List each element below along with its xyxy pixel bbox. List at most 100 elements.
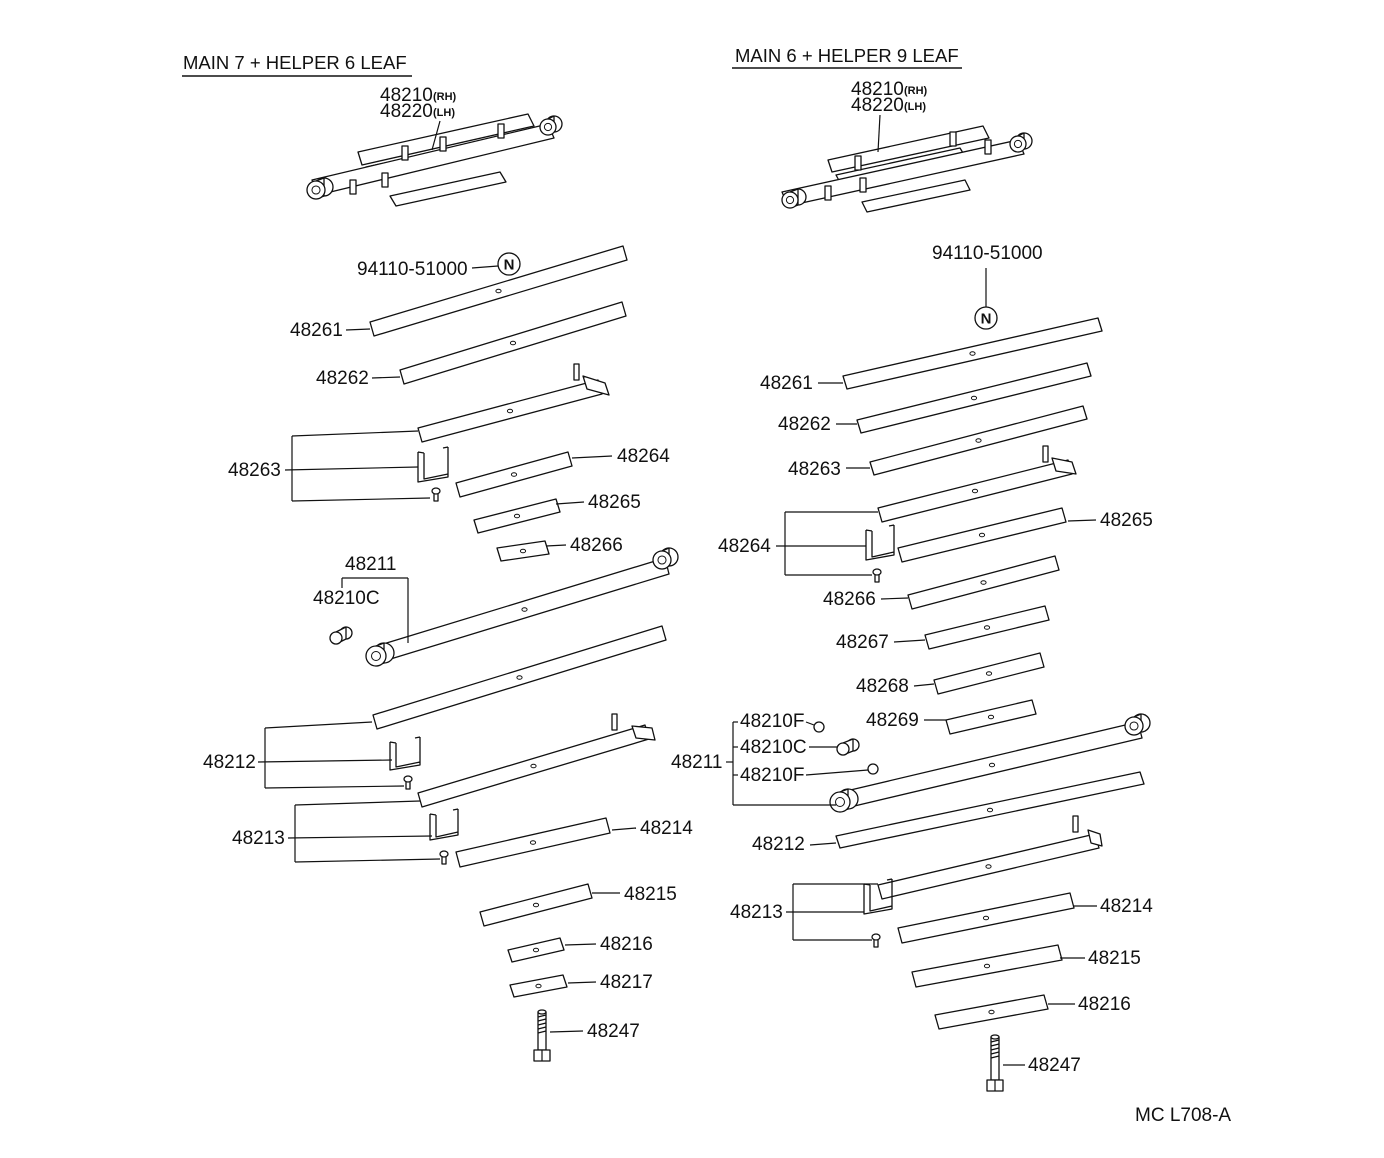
left-leaf-48214-center-hole	[529, 840, 537, 845]
right-part-label-48267: 48267	[836, 632, 889, 653]
right-assembly-rear-eye-bore	[1013, 139, 1023, 149]
right-leader-line	[805, 721, 815, 726]
right-leader-line	[893, 639, 926, 643]
right-leader-line	[805, 769, 869, 776]
right-assembly-lh-tag: (LH)	[904, 101, 926, 113]
left-part-label-48212: 48212	[203, 752, 256, 773]
left-leaf-48213-center-hole	[530, 763, 537, 769]
right-part-label-48210f-upper: 48210F	[740, 711, 804, 732]
right-leaf-48269-center-hole	[987, 714, 995, 720]
left-leaf-48266-center-hole	[519, 548, 527, 554]
right-part-label-48214: 48214	[1100, 896, 1153, 917]
right-part-label-48263: 48263	[788, 459, 841, 480]
right-part-label-48268: 48268	[856, 676, 909, 697]
right-leaf-48265-center-hole	[978, 532, 986, 538]
left-assembly-clip	[349, 179, 357, 195]
left-part-label-48211: 48211	[345, 554, 396, 575]
left-leader-line	[545, 544, 567, 547]
left-leader-line	[287, 835, 433, 839]
left-leaf-48265-center-hole	[513, 513, 521, 519]
left-leader-line	[471, 265, 499, 269]
left-part-label-48263: 48263	[228, 460, 281, 481]
left-assembly-clip	[381, 172, 389, 188]
left-part-drawings	[306, 113, 679, 1062]
diagram-code: MC L708-A	[1135, 1105, 1231, 1126]
right-center-bolt-48247-thread	[990, 1039, 1000, 1043]
right-part-label-48247: 48247	[1028, 1055, 1081, 1076]
left-leader-line	[291, 497, 431, 502]
right-leaf-48262-center-hole	[970, 395, 978, 401]
left-clip-bolt-48212-head	[403, 775, 413, 783]
right-new-part-mark: N	[981, 311, 992, 328]
left-leader-line	[264, 785, 405, 789]
left-center-bolt-48247-thread	[537, 1026, 547, 1030]
left-clip-48263	[417, 446, 449, 483]
right-leaf-48266-center-hole	[980, 580, 987, 585]
left-assembly-rh-part: 48210	[380, 85, 433, 106]
right-part-label-48262: 48262	[778, 414, 831, 435]
left-leaf-48263-clip-tab	[573, 363, 580, 381]
right-assembly-clip	[854, 155, 862, 171]
left-part-label-48247: 48247	[587, 1021, 640, 1042]
left-leaf-48215-center-hole	[532, 902, 540, 908]
right-part-label-48211: 48211	[671, 752, 722, 773]
left-part-label-48262: 48262	[316, 368, 369, 389]
left-part-label-48213: 48213	[232, 828, 285, 849]
right-center-bolt-48247-thread	[990, 1055, 1000, 1059]
left-leader-line	[371, 376, 401, 379]
right-leader-lines	[726, 114, 1097, 1066]
right-rivet-part: 94110-51000	[932, 243, 1043, 264]
left-leader-line	[571, 455, 613, 459]
left-spring-set: MAIN 7 + HELPER 6 LEAF 48210 (RH) 48220 …	[182, 52, 693, 1062]
left-leader-line	[549, 1030, 584, 1033]
left-leaf-48262-center-hole	[509, 340, 517, 346]
left-main-leaf-front-eye-bore	[371, 651, 381, 661]
right-leader-line	[809, 842, 837, 846]
right-leader-line	[880, 597, 909, 600]
left-assembly-clip	[497, 123, 505, 139]
right-main-leaf-front-eye-bore	[835, 797, 845, 807]
left-assembly-lh-tag: (LH)	[433, 107, 455, 119]
left-part-label-48210c: 48210C	[313, 588, 380, 609]
right-assembly-lower-leaves	[861, 179, 971, 213]
left-leaf-48263-center-hole	[506, 408, 514, 414]
left-part-label-48216: 48216	[600, 934, 653, 955]
left-leaf-48217-center-hole	[535, 983, 542, 989]
left-assembly-clip	[439, 136, 447, 152]
left-leader-line	[257, 759, 393, 763]
left-part-label-48265: 48265	[588, 492, 641, 513]
right-leaf-48213-clip-bracket	[1087, 829, 1103, 847]
left-part-label-48264: 48264	[617, 446, 670, 467]
left-leader-line	[431, 120, 441, 151]
left-leader-line	[294, 800, 421, 806]
right-part-label-48269: 48269	[866, 710, 919, 731]
left-leader-line	[284, 466, 419, 471]
right-assembly-clip	[949, 131, 957, 147]
left-assembly-rear-eye-bore	[543, 122, 553, 132]
right-leaf-48261-center-hole	[969, 351, 976, 356]
left-center-bolt-48247-thread	[537, 1022, 547, 1026]
right-part-label-48212: 48212	[752, 834, 805, 855]
right-part-label-48264: 48264	[718, 536, 771, 557]
left-part-label-48215: 48215	[624, 884, 677, 905]
right-part-drawings	[781, 125, 1151, 1092]
right-leaf-48264-clip-tab	[1042, 445, 1049, 463]
right-clip-bolt-48213-head	[871, 933, 881, 941]
right-part-label-48213: 48213	[730, 902, 783, 923]
left-leaf-48264-center-hole	[510, 472, 518, 477]
right-leaf-48263-center-hole	[975, 438, 982, 443]
right-assembly-lh-part: 48220	[851, 95, 904, 116]
left-clip-bolt-48213-head	[439, 850, 449, 858]
left-center-bolt-48247-thread	[537, 1018, 547, 1022]
right-leader-line	[877, 114, 881, 153]
left-assembly-lower-leaves	[389, 171, 507, 207]
left-leaf-48213-clip-bracket	[631, 725, 656, 741]
left-rivet-part: 94110-51000	[357, 259, 468, 280]
right-leaf-48264-clip-bracket	[1051, 457, 1077, 475]
right-leaf-48216-center-hole	[988, 1009, 995, 1015]
left-leaf-48261-center-hole	[495, 288, 502, 294]
right-assembly-rh-part: 48210	[851, 79, 904, 100]
right-leaf-48213-center-hole	[985, 864, 992, 869]
left-center-bolt-48247-thread	[537, 1030, 547, 1034]
